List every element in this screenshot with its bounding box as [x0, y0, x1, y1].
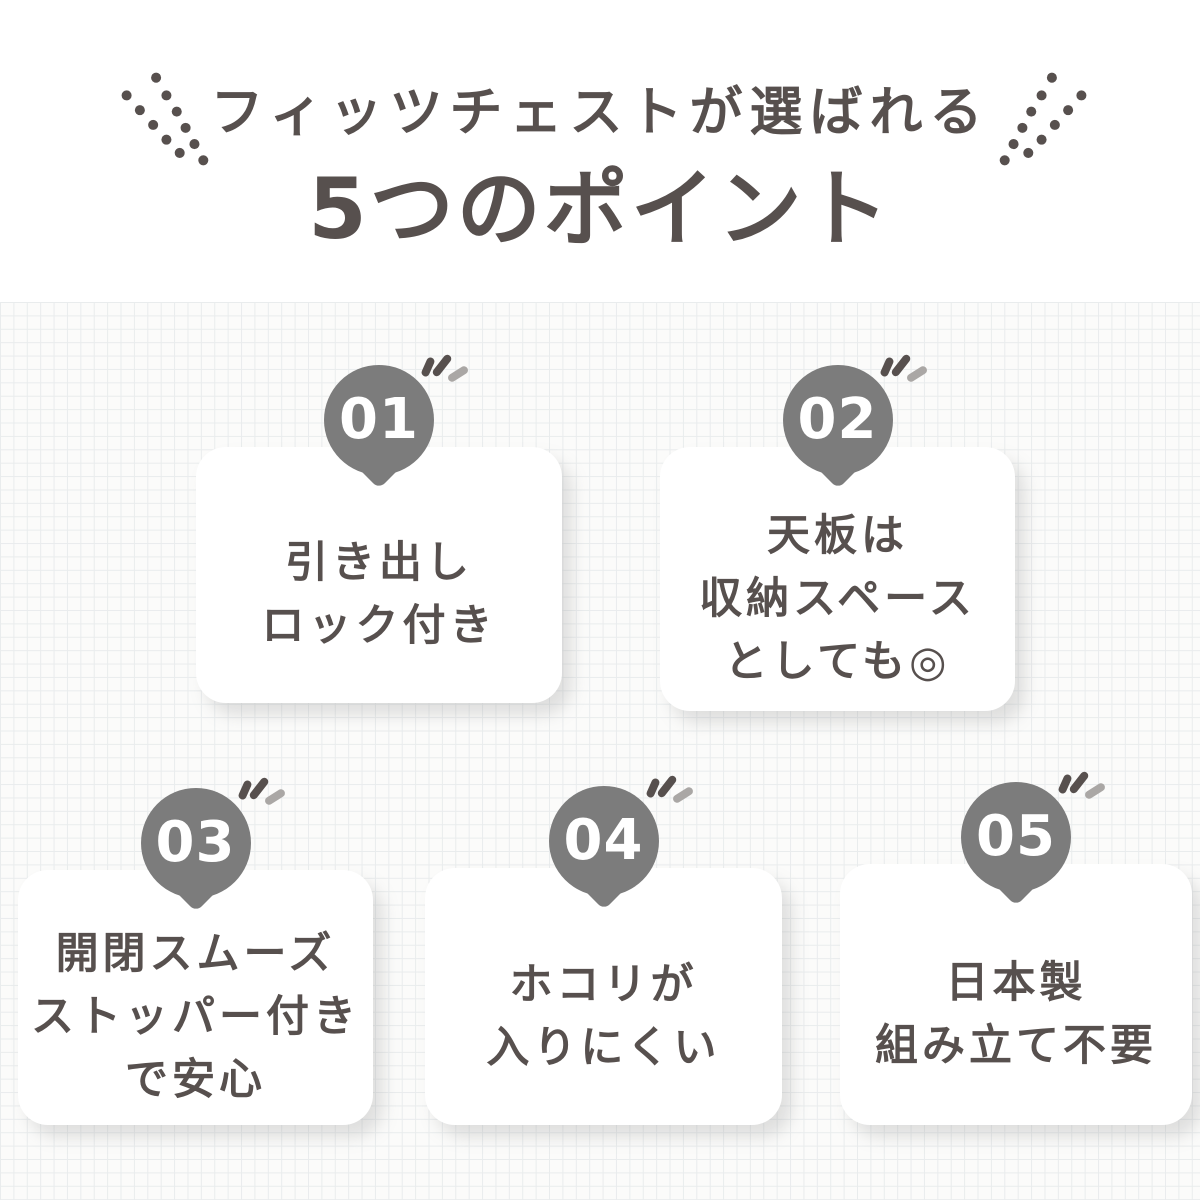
accent-stroke [263, 787, 286, 807]
point-text-line: 引き出し [285, 538, 473, 588]
point-card-01: 01 引き出し ロック付き [196, 353, 562, 703]
point-text-line: ストッパー付き [31, 992, 360, 1042]
point-number-badge-01: 01 [324, 353, 470, 475]
point-text-line: ロック付き [261, 601, 497, 651]
grid-background-section: 01 引き出し ロック付き 02 天板は 収納スペース としても◎ 03 [0, 302, 1200, 1200]
point-text-line: 収納スペース [699, 573, 976, 624]
point-text-line: 日本製 [945, 957, 1087, 1008]
point-text-line: としても◎ [724, 636, 951, 687]
point-number-badge-04: 04 [548, 774, 694, 896]
point-text-line: で安心 [125, 1055, 266, 1105]
header: フィッツチェストが選ばれる 5つのポイント [0, 0, 1200, 302]
point-card-04: 04 ホコリが 入りにくい [425, 774, 782, 1125]
sparkle-accent-icon [644, 770, 699, 818]
point-number: 03 [155, 810, 236, 875]
point-text-line: 天板は [767, 510, 908, 561]
sparkle-accent-icon [236, 772, 291, 820]
sparkle-accent-icon [420, 349, 474, 397]
sparkle-accent-icon [878, 349, 933, 397]
point-card-02: 02 天板は 収納スペース としても◎ [660, 353, 1015, 711]
page-subtitle: 5つのポイント [308, 160, 892, 258]
point-card-05: 05 日本製 組み立て不要 [840, 770, 1192, 1125]
page-title: フィッツチェストが選ばれる [210, 82, 990, 143]
point-text-line: 入りにくい [486, 1022, 721, 1073]
point-number-badge-03: 03 [140, 776, 286, 898]
point-text-line: 組み立て不要 [875, 1020, 1157, 1071]
point-card-03: 03 開閉スムーズ ストッパー付き で安心 [18, 776, 373, 1125]
speed-lines-left-icon [121, 72, 209, 166]
point-number-badge-05: 05 [961, 770, 1107, 892]
point-text-line: ホコリが [509, 959, 698, 1010]
accent-stroke [1083, 781, 1107, 801]
sparkle-accent-icon [1057, 766, 1111, 814]
accent-stroke [905, 364, 928, 384]
point-number: 04 [563, 808, 644, 873]
point-number: 02 [797, 387, 878, 452]
accent-stroke [446, 364, 470, 384]
point-text-line: 開閉スムーズ [55, 929, 336, 979]
accent-stroke [671, 785, 694, 805]
speed-lines-right-icon [999, 72, 1087, 166]
point-number: 05 [976, 804, 1056, 869]
point-number-badge-02: 02 [782, 353, 928, 475]
point-number: 01 [339, 387, 419, 452]
